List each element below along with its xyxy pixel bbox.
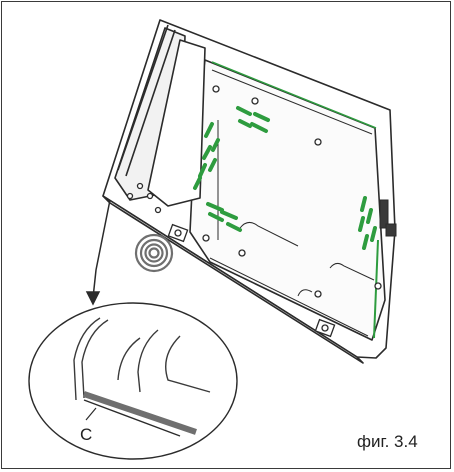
screw-icon	[202, 85, 382, 298]
zoom-arrow-icon	[85, 199, 111, 306]
connector-icon	[379, 199, 397, 237]
figure-caption: фиг. 3.4	[357, 432, 418, 451]
spiral-icon	[134, 233, 174, 273]
callout-label: C	[80, 425, 92, 444]
detail-magnifier: C	[28, 302, 238, 460]
green-edge-top	[211, 61, 377, 129]
mount-bracket	[126, 182, 336, 338]
panel-body	[102, 19, 396, 364]
contact-strips	[193, 106, 377, 250]
